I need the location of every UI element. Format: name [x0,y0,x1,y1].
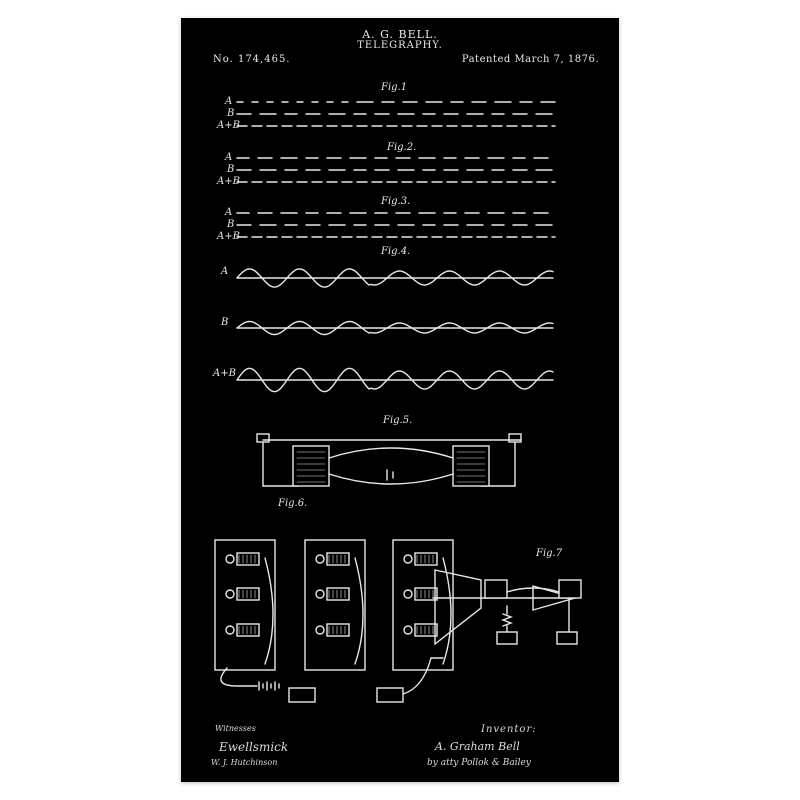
fig-6-contact [315,625,325,635]
fig-1-row-b-label: B [227,108,235,119]
patent-drawing-art [214,101,582,703]
fig-4-row-ab-label: A+B [213,368,236,379]
fig-6-magnet [414,552,438,566]
fig-4-wave [236,320,554,336]
fig-6-contact [403,554,413,564]
fig-6-contact [403,625,413,635]
fig-6-drawing [214,539,454,703]
fig-6-contact [225,554,235,564]
fig-6-magnet [236,587,260,601]
dash-rows-figs-1-3 [236,101,556,238]
patent-inventor-name: A. G. BELL. [362,28,438,41]
fig-4-label: Fig.4. [381,246,411,257]
witness-1-signature: Ewellsmick [219,740,289,754]
fig-6-contact [315,589,325,599]
fig-6-contact [315,554,325,564]
fig-4-row-b-label: B [221,317,229,328]
fig-6-board [214,539,276,671]
fig-6-board [392,539,454,671]
fig-6-wire [354,557,364,665]
fig-3-row-b-label: B [227,219,235,230]
attorney-signature: by atty Pollok & Bailey [427,758,531,768]
fig-1-label: Fig.1 [381,82,408,93]
fig-6-wire [264,557,274,665]
fig-3-row-ab-label: A+B [217,231,240,242]
wave-rows-fig-4 [236,268,554,393]
patent-date: Patented March 7, 1876. [461,54,599,65]
fig-6-magnet [236,552,260,566]
fig-6-contact [225,589,235,599]
fig-3-row-a-label: A [225,207,233,218]
fig-6-label: Fig.6. [278,498,308,509]
fig-6-magnet [236,623,260,637]
patent-number: No. 174,465. [213,54,291,65]
inventor-signature: A. Graham Bell [435,740,520,753]
fig-6-magnet [326,587,350,601]
fig-1-row-ab-label: A+B [217,120,240,131]
fig-4-wave [236,367,554,393]
fig-7-drawing [432,569,582,646]
fig-6-contact [225,625,235,635]
witnesses-label: Witnesses [215,724,256,733]
fig-6-magnet [414,587,438,601]
fig-1-row-a-label: A [225,96,233,107]
fig-5-label: Fig.5. [383,415,413,426]
patent-drawing-sheet: A. G. BELL. TELEGRAPHY. No. 174,465. Pat… [181,18,619,782]
fig-2-label: Fig.2. [387,142,417,153]
fig-4-wave [236,268,554,288]
inventor-label: Inventor: [481,724,537,735]
fig-6-board [304,539,366,671]
fig-3-label: Fig.3. [381,196,411,207]
fig-6-instrument [376,687,404,703]
fig-6-contact [403,589,413,599]
fig-2-row-ab-label: A+B [217,176,240,187]
fig-2-row-a-label: A [225,152,233,163]
fig-6-magnet [414,623,438,637]
fig-6-wire [442,557,452,665]
fig-6-magnet [326,552,350,566]
fig-6-wire [402,657,444,695]
patent-title: TELEGRAPHY. [357,40,443,51]
fig-6-instrument [288,687,316,703]
fig-5-drawing [256,433,522,487]
fig-2-row-b-label: B [227,164,235,175]
fig-7-label: Fig.7 [536,548,563,559]
fig-6-magnet [326,623,350,637]
fig-4-row-a-label: A [221,266,229,277]
witness-2-signature: W. J. Hutchinson [211,758,278,767]
fig-6-wire [220,667,258,687]
